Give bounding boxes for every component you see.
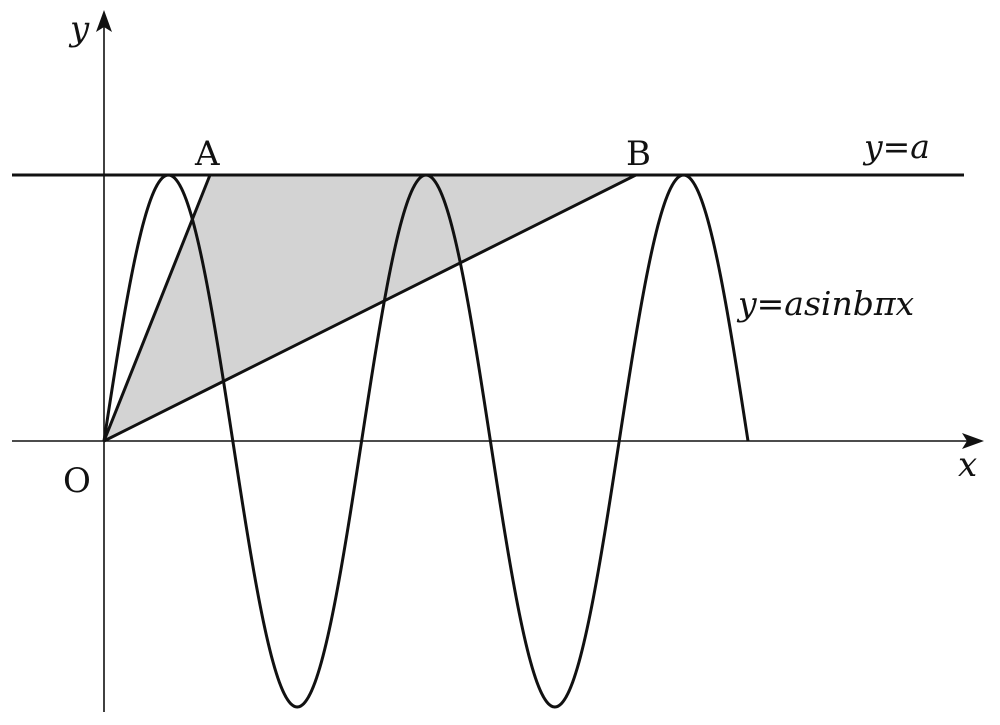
curve-label: y=asinbπx	[736, 284, 915, 323]
y-axis-arrowhead	[96, 10, 112, 32]
sine-curve	[102, 173, 750, 709]
axis-x-label: x	[958, 445, 977, 485]
axis-y-label: y	[68, 9, 90, 49]
origin-label: O	[63, 461, 91, 501]
point-b-label: B	[626, 134, 651, 174]
segment-ob	[103, 173, 637, 443]
x-axis-arrowhead	[962, 433, 984, 449]
line-label: y=a	[862, 127, 930, 166]
point-a-label: A	[194, 134, 220, 174]
